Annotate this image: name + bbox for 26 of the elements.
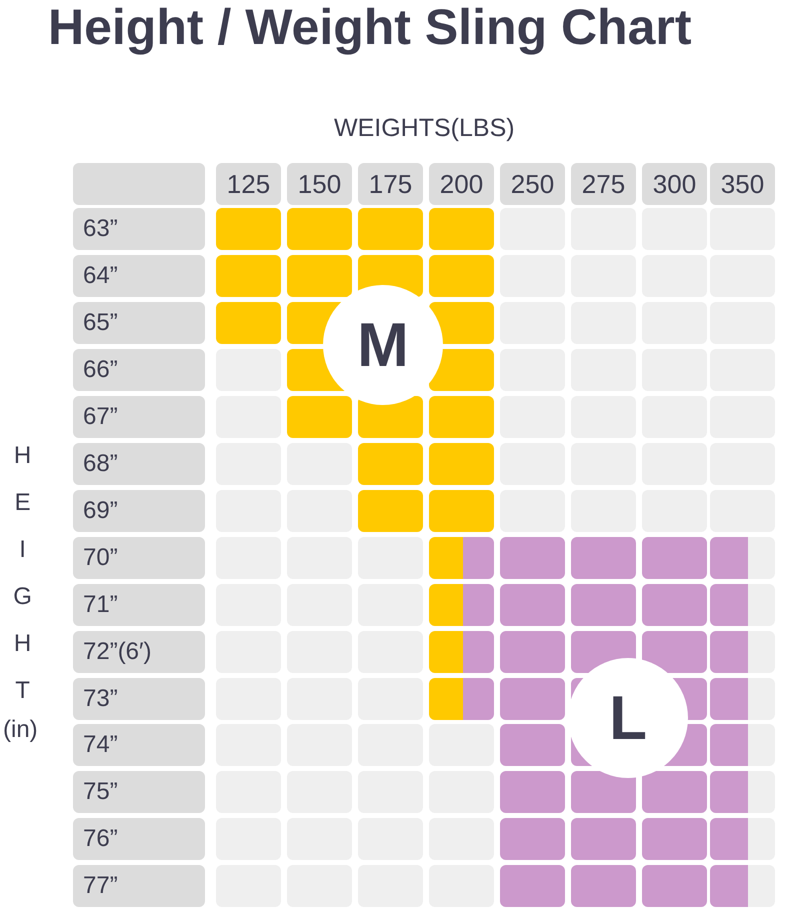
height-header: 77” (73, 865, 205, 908)
weight-header: 275 (571, 163, 636, 205)
weight-header: 200 (429, 163, 494, 205)
height-header: 73” (73, 678, 205, 720)
height-header: 67” (73, 396, 205, 438)
height-header: 63” (73, 208, 205, 250)
height-header: 71” (73, 584, 205, 626)
weight-header: 150 (287, 163, 352, 205)
height-header: 68” (73, 442, 205, 485)
height-header: 75” (73, 771, 205, 814)
height-header: 76” (73, 818, 205, 860)
height-header: 70” (73, 536, 205, 579)
height-header: 64” (73, 254, 205, 297)
weight-header: 125 (216, 163, 281, 205)
axis-title: HEIGHT (13, 441, 32, 706)
height-header: 66” (73, 348, 205, 391)
height-header: 74” (73, 724, 205, 766)
weight-header: 175 (358, 163, 423, 205)
height-header: 72”(6′) (73, 630, 205, 673)
axis-title: WEIGHTS(LBS) (334, 116, 515, 141)
weight-header: 350 (710, 163, 775, 205)
weight-header: 300 (642, 163, 707, 205)
axis-unit: (in) (3, 718, 38, 742)
height-header: 69” (73, 490, 205, 532)
height-header: 65” (73, 302, 205, 344)
weight-header: 250 (500, 163, 565, 205)
